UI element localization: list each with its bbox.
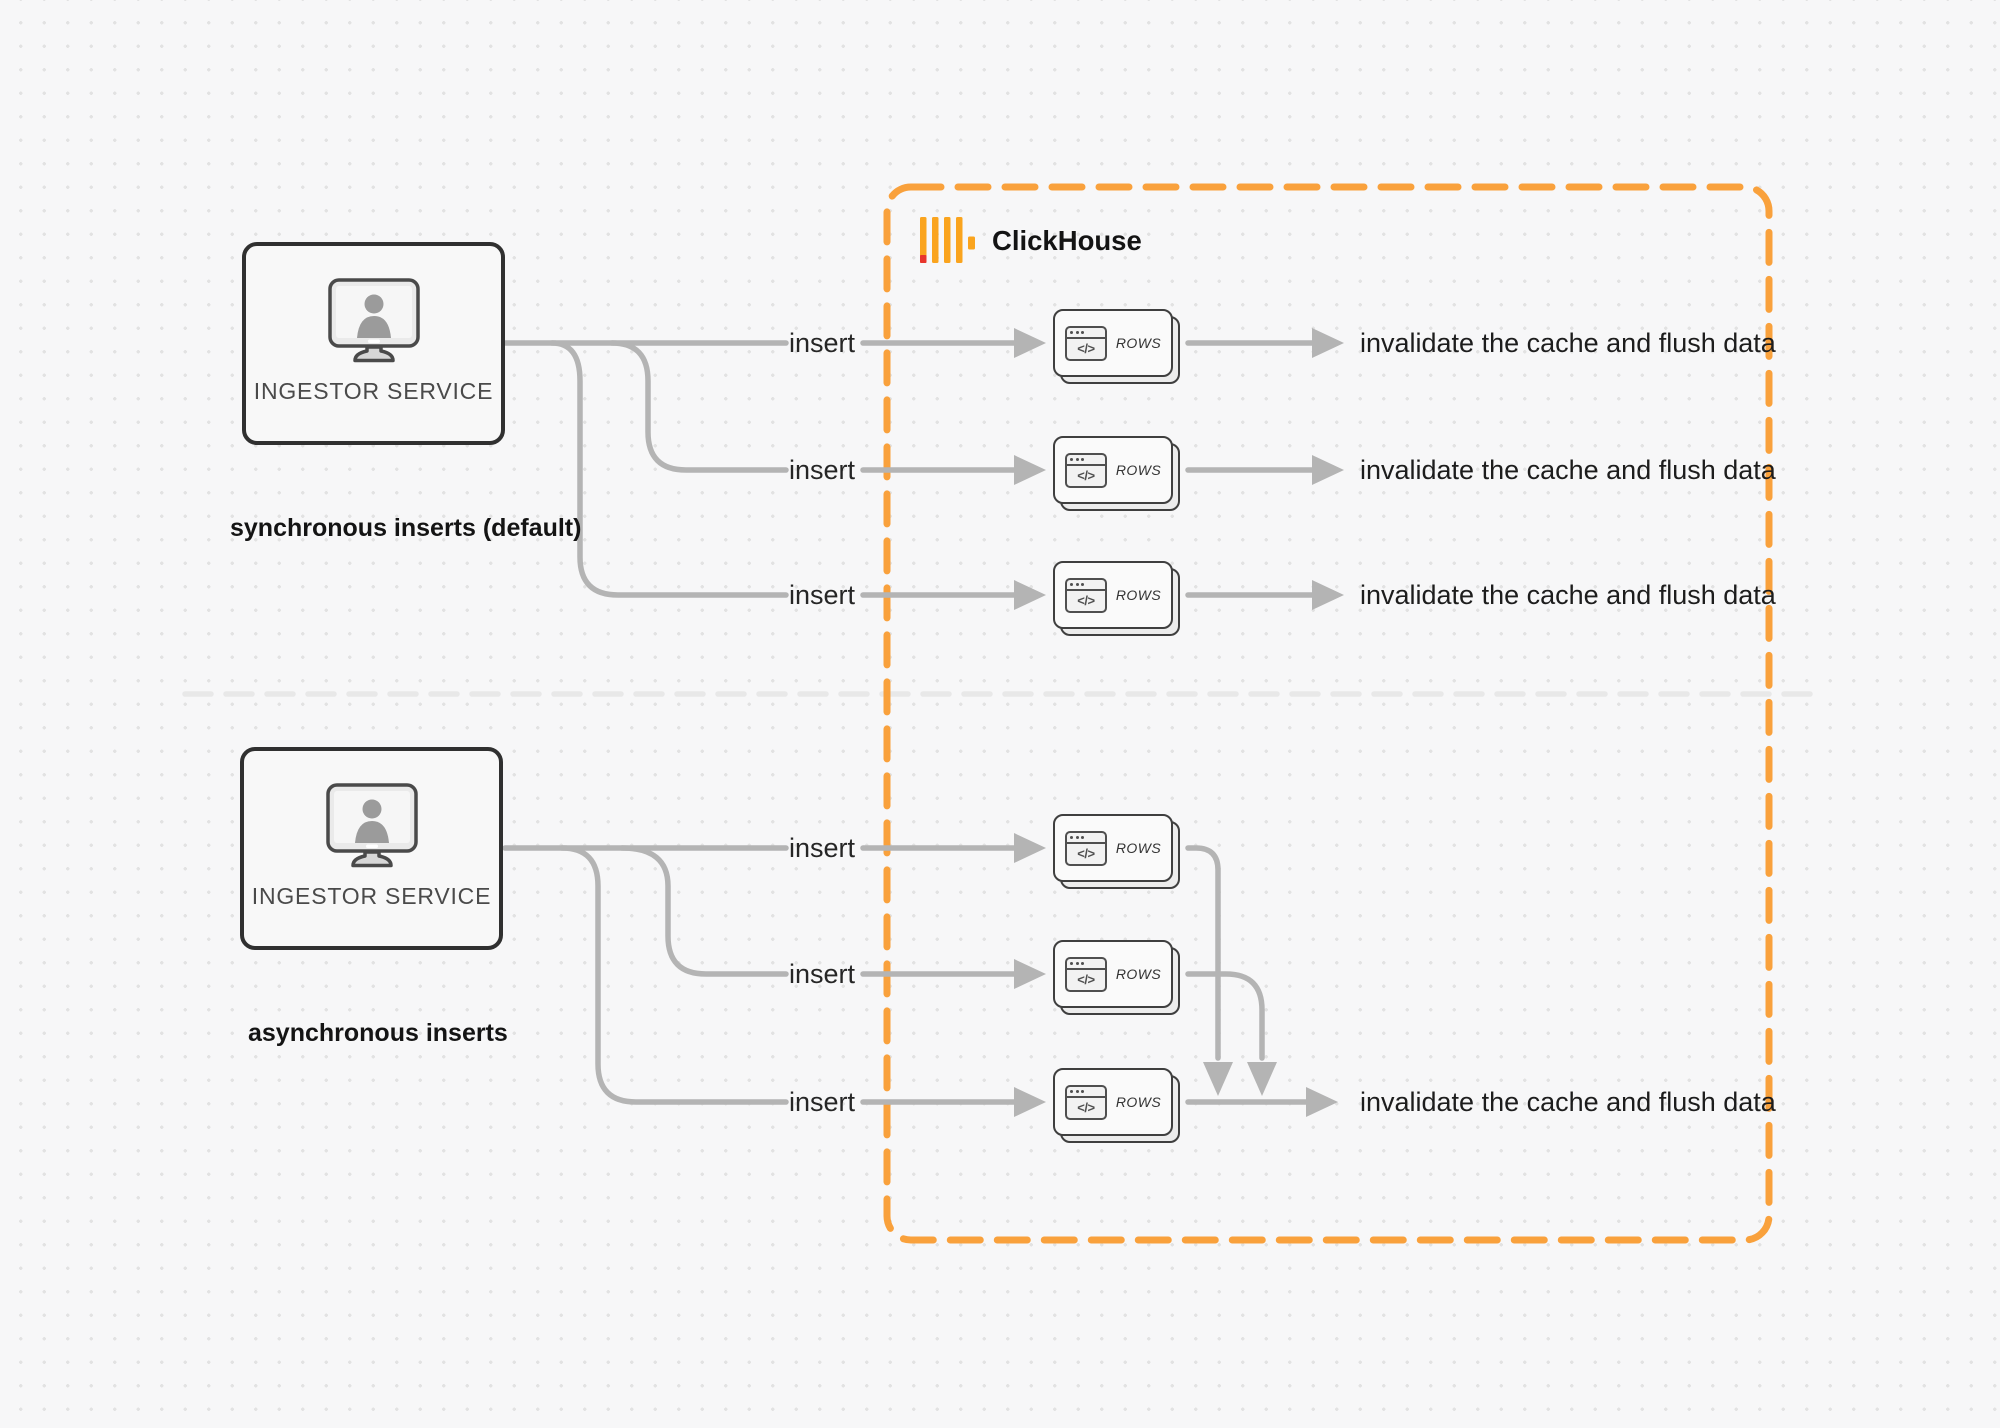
code-glyph: </> bbox=[1077, 341, 1095, 356]
rows-card-label: ROWS bbox=[1115, 966, 1162, 982]
result-label: invalidate the cache and flush data bbox=[1360, 1087, 1776, 1117]
arrowhead-right bbox=[1014, 833, 1046, 863]
browser-icon-titlebar bbox=[1066, 328, 1105, 339]
arrowhead-down bbox=[1247, 1062, 1277, 1096]
insert-label: insert bbox=[788, 580, 856, 610]
rows-card-label: ROWS bbox=[1115, 1094, 1162, 1110]
sync-branch-row3 bbox=[549, 340, 789, 598]
browser-icon-titlebar bbox=[1066, 455, 1105, 466]
insert-label: insert bbox=[788, 1087, 856, 1117]
rows-card: </> ROWS bbox=[1053, 940, 1181, 1016]
ingestor-service-label: INGESTOR SERVICE bbox=[251, 883, 492, 909]
clickhouse-brand-name: ClickHouse bbox=[992, 224, 1142, 256]
rows-card-label: ROWS bbox=[1115, 840, 1162, 856]
arrowhead-right bbox=[1312, 580, 1344, 610]
browser-icon-titlebar bbox=[1066, 959, 1105, 970]
rows-card-face: </> ROWS bbox=[1053, 940, 1173, 1008]
rows-card: </> ROWS bbox=[1053, 814, 1181, 890]
async-branch-row3 bbox=[559, 845, 789, 1105]
async-connectors bbox=[502, 845, 1309, 1105]
sync-caption: synchronous inserts (default) bbox=[230, 514, 582, 542]
clickhouse-boundary bbox=[883, 183, 1773, 1244]
rows-card-label: ROWS bbox=[1115, 462, 1162, 478]
ingestor-service-label: INGESTOR SERVICE bbox=[253, 378, 494, 404]
code-glyph: </> bbox=[1077, 972, 1095, 987]
browser-code-icon: </> bbox=[1064, 1084, 1107, 1120]
browser-code-icon: </> bbox=[1064, 325, 1107, 361]
result-label: invalidate the cache and flush data bbox=[1360, 455, 1776, 485]
arrowhead-right bbox=[1014, 455, 1046, 485]
async-caption: asynchronous inserts bbox=[248, 1019, 508, 1047]
rows-card-face: </> ROWS bbox=[1053, 1068, 1173, 1136]
rows-card-face: </> ROWS bbox=[1053, 814, 1173, 882]
browser-icon-titlebar bbox=[1066, 580, 1105, 591]
browser-code-icon: </> bbox=[1064, 830, 1107, 866]
arrowhead-down bbox=[1203, 1062, 1233, 1096]
code-glyph: </> bbox=[1077, 846, 1095, 861]
async-merge-drop-2 bbox=[1185, 971, 1265, 1061]
code-glyph: </> bbox=[1077, 1100, 1095, 1115]
rows-card: </> ROWS bbox=[1053, 561, 1181, 637]
rows-card-label: ROWS bbox=[1115, 335, 1162, 351]
clickhouse-logo-icon bbox=[920, 217, 975, 263]
browser-icon-titlebar bbox=[1066, 833, 1105, 844]
monitor-user-icon bbox=[325, 783, 418, 868]
arrowheads bbox=[1014, 328, 1344, 1117]
browser-code-icon: </> bbox=[1064, 452, 1107, 488]
arrowhead-right bbox=[1312, 328, 1344, 358]
rows-card-face: </> ROWS bbox=[1053, 309, 1173, 377]
async-merge-drop-1 bbox=[1185, 845, 1221, 1061]
arrowhead-right bbox=[1306, 1087, 1338, 1117]
monitor-user-icon bbox=[327, 278, 420, 363]
insert-label: insert bbox=[788, 455, 856, 485]
insert-label: insert bbox=[788, 328, 856, 358]
arrowhead-right bbox=[1014, 1087, 1046, 1117]
rows-card-face: </> ROWS bbox=[1053, 436, 1173, 504]
result-label: invalidate the cache and flush data bbox=[1360, 328, 1776, 358]
clickhouse-brand: ClickHouse bbox=[920, 217, 1142, 264]
browser-code-icon: </> bbox=[1064, 956, 1107, 992]
arrowhead-right bbox=[1014, 328, 1046, 358]
insert-label: insert bbox=[788, 833, 856, 863]
rows-card: </> ROWS bbox=[1053, 1068, 1181, 1144]
arrowhead-right bbox=[1014, 580, 1046, 610]
rows-card-face: </> ROWS bbox=[1053, 561, 1173, 629]
rows-card: </> ROWS bbox=[1053, 436, 1181, 512]
sync-connectors bbox=[502, 340, 1315, 598]
code-glyph: </> bbox=[1077, 593, 1095, 608]
browser-code-icon: </> bbox=[1064, 577, 1107, 613]
ingestor-service-box-sync: INGESTOR SERVICE bbox=[242, 242, 505, 445]
result-label: invalidate the cache and flush data bbox=[1360, 580, 1776, 610]
sync-branch-row2 bbox=[609, 340, 789, 473]
async-branch-row2 bbox=[619, 845, 789, 977]
browser-icon-titlebar bbox=[1066, 1087, 1105, 1098]
code-glyph: </> bbox=[1077, 468, 1095, 483]
arrowhead-right bbox=[1312, 455, 1344, 485]
rows-card: </> ROWS bbox=[1053, 309, 1181, 385]
arrowhead-right bbox=[1014, 959, 1046, 989]
insert-label: insert bbox=[788, 959, 856, 989]
ingestor-service-box-async: INGESTOR SERVICE bbox=[240, 747, 503, 950]
rows-card-label: ROWS bbox=[1115, 587, 1162, 603]
